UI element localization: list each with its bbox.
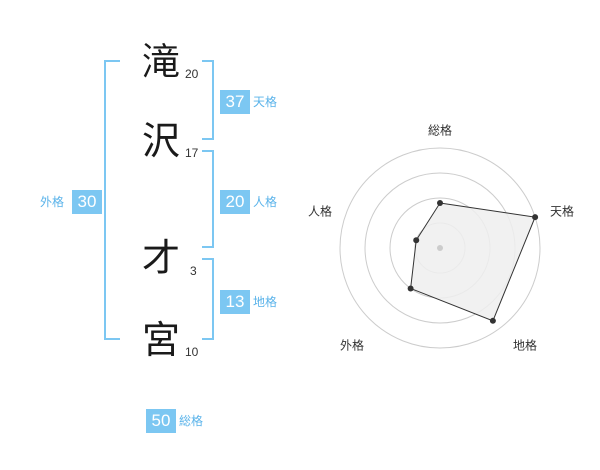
stroke-count-4: 10 xyxy=(185,345,199,359)
name-char-2: 沢 xyxy=(141,119,180,163)
radar-axis-label: 地格 xyxy=(513,338,537,353)
name-char-1: 滝 xyxy=(141,40,180,84)
jinkaku-value: 20 xyxy=(220,190,250,214)
radar-point-4 xyxy=(407,285,414,292)
name-char-3: 才 xyxy=(141,236,180,280)
name-char-4: 宮 xyxy=(141,318,180,362)
soukaku-label: 総格 xyxy=(179,414,204,428)
stroke-count-3: 3 xyxy=(190,264,197,278)
chikaku-value: 13 xyxy=(220,290,250,314)
tenkaku-value: 37 xyxy=(220,90,250,114)
radar-axis-label: 総格 xyxy=(428,123,452,138)
radar-axis-label: 外格 xyxy=(340,338,364,353)
radar-polygon xyxy=(410,202,536,322)
radar-ring-4 xyxy=(339,147,541,349)
tenkaku-bracket xyxy=(202,60,214,140)
stroke-count-1: 20 xyxy=(185,67,199,81)
radar-point-1 xyxy=(437,200,443,206)
stroke-count-2: 17 xyxy=(185,146,199,160)
chikaku-bracket xyxy=(202,258,214,340)
radar-point-5 xyxy=(413,237,420,244)
gaikaku-label: 外格 xyxy=(40,195,65,209)
radar-axis-label: 人格 xyxy=(308,204,332,219)
tenkaku-label: 天格 xyxy=(253,95,278,109)
radar-point-2 xyxy=(532,214,539,221)
jinkaku-bracket xyxy=(202,150,214,248)
radar-axis-label: 天格 xyxy=(550,204,574,219)
radar-point-3 xyxy=(489,317,496,324)
gaikaku-value: 30 xyxy=(72,190,102,214)
gaikaku-bracket xyxy=(104,60,120,340)
chikaku-label: 地格 xyxy=(253,295,278,309)
radar-center xyxy=(437,245,443,251)
jinkaku-label: 人格 xyxy=(253,195,278,209)
soukaku-value: 50 xyxy=(146,409,176,433)
